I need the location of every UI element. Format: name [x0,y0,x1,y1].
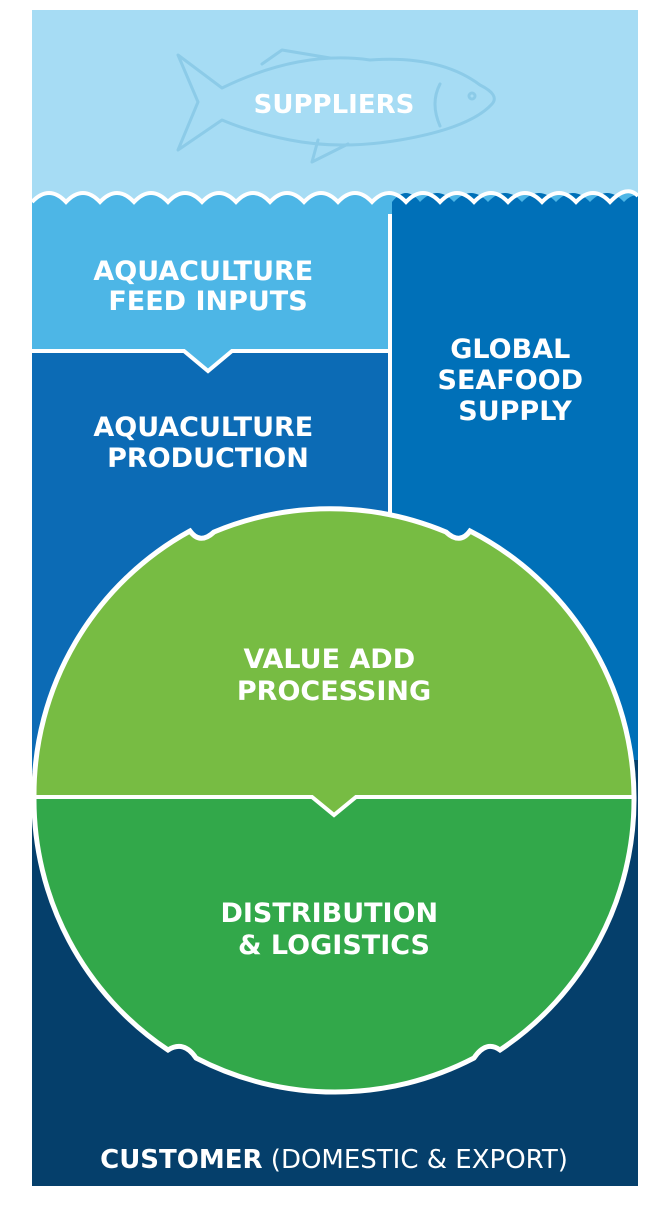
global-supply-line-1: GLOBAL [450,334,570,365]
production-label: AQUACULTURE PRODUCTION [93,412,322,474]
customer-bold: CUSTOMER [100,1145,262,1175]
global-supply-line-3: SUPPLY [458,396,572,427]
feed-inputs-label: AQUACULTURE FEED INPUTS [93,256,322,317]
suppliers-label: SUPPLIERS [254,90,415,120]
global-supply-label: GLOBAL SEAFOOD SUPPLY [438,334,593,427]
distribution-line-2: & LOGISTICS [238,930,430,961]
divider-value-distribution [34,795,634,818]
distribution-region [33,799,635,1093]
customer-rest: (DOMESTIC & EXPORT) [263,1145,568,1175]
value-add-label: VALUE ADD PROCESSING [237,644,431,707]
water-wave-line [30,189,640,205]
divider-feed-production [32,349,388,374]
suppliers-region [32,10,638,210]
distribution-label: DISTRIBUTION & LOGISTICS [220,898,447,961]
water-surface-right [392,193,638,214]
distribution-line-1: DISTRIBUTION [220,898,438,929]
feed-inputs-region [32,200,388,370]
value-add-line-2: PROCESSING [237,676,431,707]
fish-icon [176,48,496,164]
production-line-2: PRODUCTION [107,443,309,474]
global-supply-line-2: SEAFOOD [438,365,584,396]
customer-label: CUSTOMER (DOMESTIC & EXPORT) [100,1145,568,1175]
value-add-line-1: VALUE ADD [243,644,415,675]
feed-inputs-line-2: FEED INPUTS [108,286,307,317]
feed-inputs-line-1: AQUACULTURE [93,256,313,287]
production-line-1: AQUACULTURE [93,412,313,443]
value-add-region [33,508,634,813]
